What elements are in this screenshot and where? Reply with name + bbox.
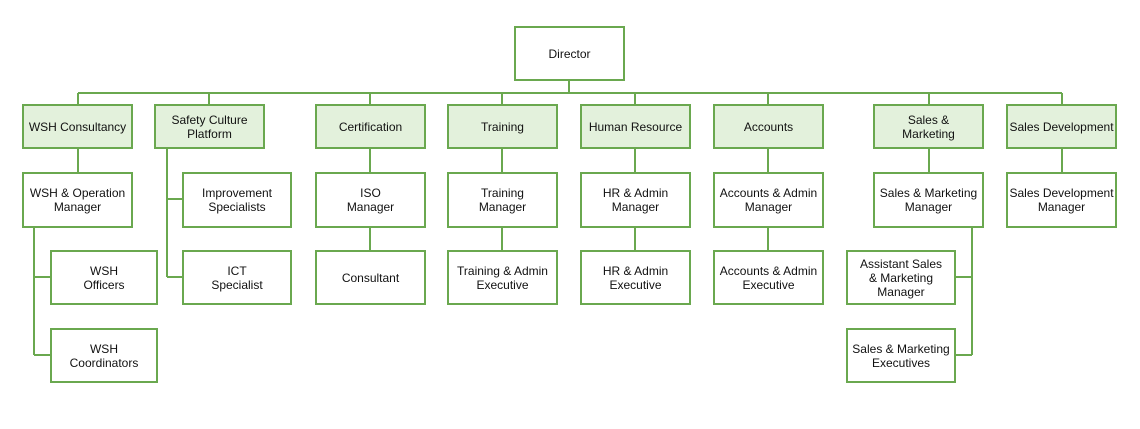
dept-certification: Certification [315, 104, 426, 149]
role-training-manager: Training Manager [447, 172, 558, 228]
role-wsh-operation-manager: WSH & Operation Manager [22, 172, 133, 228]
dept-wsh-consultancy: WSH Consultancy [22, 104, 133, 149]
role-sales-marketing-manager: Sales & Marketing Manager [873, 172, 984, 228]
role-accounts-admin-manager: Accounts & Admin Manager [713, 172, 824, 228]
role-hr-admin-executive: HR & Admin Executive [580, 250, 691, 305]
role-iso-manager: ISO Manager [315, 172, 426, 228]
role-sales-marketing-executives: Sales & Marketing Executives [846, 328, 956, 383]
dept-sales-marketing: Sales & Marketing [873, 104, 984, 149]
role-training-admin-executive: Training & Admin Executive [447, 250, 558, 305]
dept-sales-development: Sales Development [1006, 104, 1117, 149]
role-accounts-admin-executive: Accounts & Admin Executive [713, 250, 824, 305]
role-wsh-officers: WSH Officers [50, 250, 158, 305]
dept-accounts: Accounts [713, 104, 824, 149]
role-consultant: Consultant [315, 250, 426, 305]
role-wsh-coordinators: WSH Coordinators [50, 328, 158, 383]
role-hr-admin-manager: HR & Admin Manager [580, 172, 691, 228]
dept-safety-culture-platform: Safety Culture Platform [154, 104, 265, 149]
dept-training: Training [447, 104, 558, 149]
director-box: Director [514, 26, 625, 81]
dept-human-resource: Human Resource [580, 104, 691, 149]
role-sales-development-manager: Sales Development Manager [1006, 172, 1117, 228]
role-improvement-specialists: Improvement Specialists [182, 172, 292, 228]
role-assistant-sales-marketing-manager: Assistant Sales & Marketing Manager [846, 250, 956, 305]
role-ict-specialist: ICT Specialist [182, 250, 292, 305]
